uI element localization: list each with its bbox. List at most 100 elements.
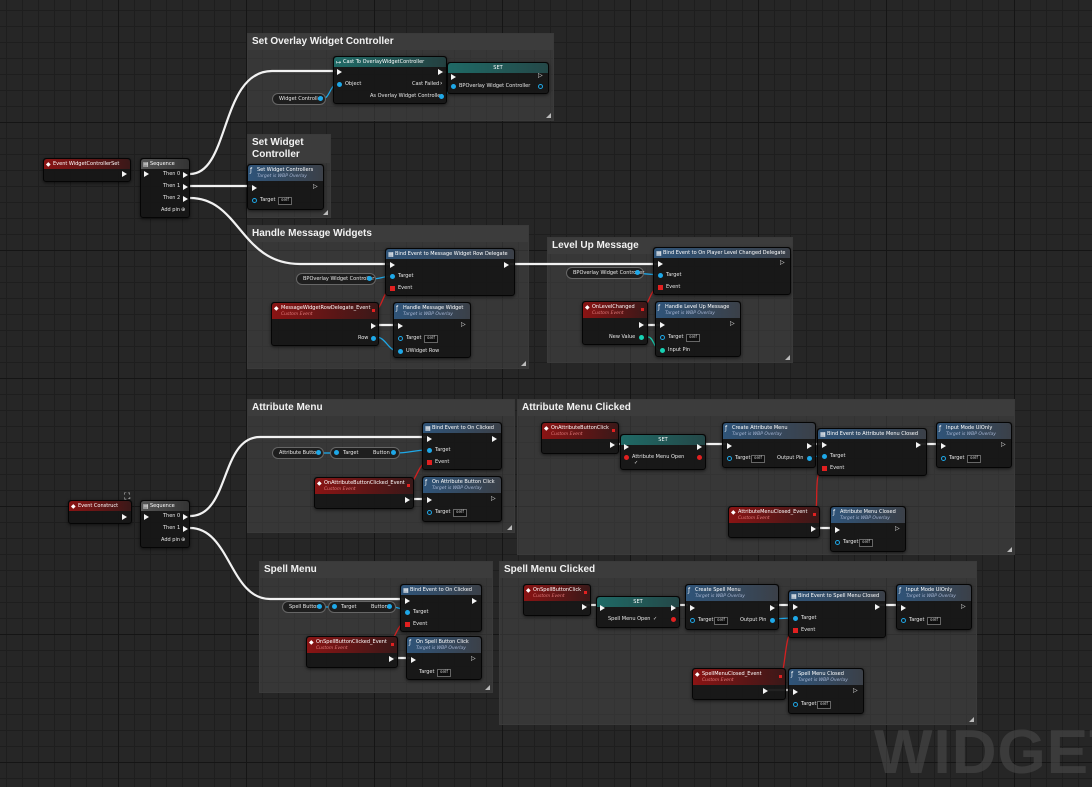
exec-out-pin[interactable]	[916, 442, 921, 448]
add-pin-icon[interactable]: ⊕	[181, 537, 186, 543]
delegate-pin[interactable]	[584, 591, 587, 594]
target-pin[interactable]	[901, 618, 906, 623]
bpoverlay-widget-controller-getter[interactable]: BPOverlay Widget Controller	[296, 273, 376, 285]
then-0-pin[interactable]	[183, 514, 188, 520]
target-pin[interactable]	[390, 274, 395, 279]
self-default[interactable]: self	[278, 197, 292, 205]
exec-in-pin[interactable]	[793, 689, 798, 695]
output-pin[interactable]	[317, 604, 322, 609]
exec-in-pin[interactable]	[658, 261, 663, 267]
target-pin[interactable]	[727, 456, 732, 461]
resize-handle[interactable]	[546, 113, 551, 118]
exec-in-pin[interactable]	[405, 598, 410, 604]
bool-pin[interactable]	[624, 455, 629, 460]
comment-handle-message-widgets[interactable]: Handle Message Widgets	[247, 225, 529, 369]
exec-out-pin[interactable]: ▷	[491, 495, 496, 502]
event-pin[interactable]	[427, 460, 432, 465]
resize-handle[interactable]	[323, 210, 328, 215]
exec-in-pin[interactable]	[941, 443, 946, 449]
exec-in-pin[interactable]	[727, 443, 732, 449]
bind-event-on-clicked-node[interactable]: ▦Bind Event to On Clicked Target Event	[400, 584, 482, 632]
self-default[interactable]: self	[686, 334, 700, 342]
event-pin[interactable]	[658, 285, 663, 290]
set-attribute-menu-open-node[interactable]: SET Attribute Menu Open ✓	[620, 434, 706, 470]
exec-out-pin[interactable]	[582, 604, 587, 610]
sequence-node[interactable]: ▤Sequence Then 0 Then 1 Then 2 Add pin⊕	[140, 158, 190, 218]
self-default[interactable]: self	[751, 455, 765, 463]
cast-to-overlay-widget-controller-node[interactable]: ↦Cast To OverlayWidgetController Object …	[333, 56, 447, 104]
output-pin[interactable]	[367, 276, 372, 281]
resize-handle[interactable]	[507, 525, 512, 530]
exec-in-pin[interactable]	[144, 171, 149, 177]
add-pin-button[interactable]: Add pin	[161, 537, 181, 543]
exec-in-pin[interactable]	[144, 514, 149, 520]
exec-in-pin[interactable]	[427, 436, 432, 442]
output-pin[interactable]	[770, 618, 775, 623]
exec-out-pin[interactable]	[671, 605, 676, 611]
resize-handle[interactable]	[521, 361, 526, 366]
output-pin[interactable]	[538, 84, 543, 89]
output-pin[interactable]	[387, 604, 392, 609]
exec-out-pin[interactable]: ▷	[538, 72, 543, 79]
exec-out-pin[interactable]	[492, 436, 497, 442]
exec-out-pin[interactable]	[122, 514, 127, 520]
self-default[interactable]: self	[817, 701, 831, 709]
exec-out-pin[interactable]: ▷	[853, 687, 858, 694]
exec-in-pin[interactable]	[822, 442, 827, 448]
output-pin[interactable]	[635, 270, 640, 275]
delegate-pin[interactable]	[813, 513, 816, 516]
exec-in-pin[interactable]	[835, 527, 840, 533]
output-pin[interactable]	[316, 450, 321, 455]
exec-in-pin[interactable]	[451, 74, 456, 80]
exec-out-pin[interactable]	[504, 262, 509, 268]
target-pin[interactable]	[334, 450, 339, 455]
target-pin[interactable]	[398, 336, 403, 341]
target-pin[interactable]	[658, 273, 663, 278]
exec-in-pin[interactable]	[624, 444, 629, 450]
exec-out-pin[interactable]	[122, 171, 127, 177]
event-pin[interactable]	[390, 286, 395, 291]
as-owc-pin[interactable]	[439, 94, 444, 99]
then-2-pin[interactable]	[183, 196, 188, 202]
self-default[interactable]: self	[859, 539, 873, 547]
event-pin[interactable]	[822, 466, 827, 471]
widget-controller-getter[interactable]: Widget Controller	[272, 93, 326, 105]
target-pin[interactable]	[793, 616, 798, 621]
event-pin[interactable]	[405, 622, 410, 627]
exec-out-pin[interactable]	[438, 69, 443, 75]
exec-out-pin[interactable]	[639, 322, 644, 328]
row-pin[interactable]	[371, 336, 376, 341]
exec-in-pin[interactable]	[690, 605, 695, 611]
target-pin[interactable]	[660, 335, 665, 340]
set-spell-menu-open-node[interactable]: SET Spell Menu Open ✓	[596, 596, 680, 628]
exec-in-pin[interactable]	[901, 605, 906, 611]
self-default[interactable]: self	[967, 455, 981, 463]
exec-out-pin[interactable]	[807, 443, 812, 449]
exec-out-pin[interactable]	[770, 605, 775, 611]
exec-out-pin[interactable]	[371, 323, 376, 329]
target-pin[interactable]	[941, 456, 946, 461]
target-pin[interactable]	[427, 448, 432, 453]
resize-handle[interactable]	[1007, 547, 1012, 552]
self-default[interactable]: self	[453, 509, 467, 517]
target-pin[interactable]	[822, 454, 827, 459]
exec-out-pin[interactable]	[763, 688, 768, 694]
target-pin[interactable]	[793, 702, 798, 707]
delegate-pin[interactable]	[612, 429, 615, 432]
self-default[interactable]: self	[424, 335, 438, 343]
exec-out-pin[interactable]	[610, 442, 615, 448]
exec-out-pin[interactable]: ▷	[313, 183, 318, 190]
delegate-pin[interactable]	[407, 484, 410, 487]
